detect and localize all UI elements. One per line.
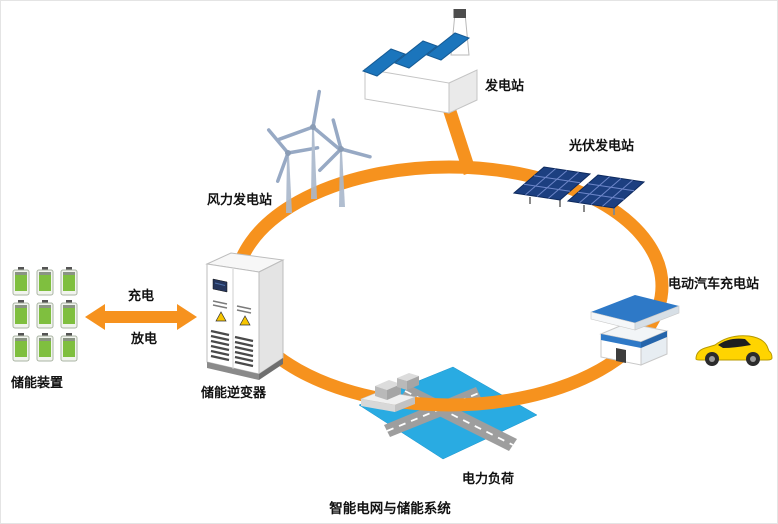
power-load-label: 电力负荷 bbox=[462, 471, 514, 487]
inverter-illustration bbox=[205, 252, 285, 380]
storage-label: 储能装置 bbox=[10, 375, 63, 391]
battery-storage-illustration bbox=[12, 266, 78, 362]
inverter-label: 储能逆变器 bbox=[200, 385, 267, 401]
car-illustration bbox=[695, 335, 773, 366]
charge-label: 充电 bbox=[128, 288, 154, 304]
solar-station-illustration bbox=[512, 166, 646, 215]
power-station-illustration bbox=[361, 9, 478, 114]
power-station-label: 发电站 bbox=[484, 78, 524, 94]
diagram-title: 智能电网与储能系统 bbox=[329, 500, 451, 517]
load-buildings bbox=[359, 373, 419, 412]
discharge-label: 放电 bbox=[130, 331, 157, 347]
wind-farm-label: 风力发电站 bbox=[207, 192, 272, 208]
ev-charging-label: 电动汽车充电站 bbox=[668, 276, 759, 292]
power-load-illustration bbox=[358, 366, 538, 460]
solar-station-label: 光伏发电站 bbox=[568, 138, 634, 154]
ev-charging-station-illustration bbox=[590, 295, 680, 366]
charge-discharge-arrow bbox=[85, 304, 197, 330]
wind-farm-illustration bbox=[266, 89, 372, 213]
